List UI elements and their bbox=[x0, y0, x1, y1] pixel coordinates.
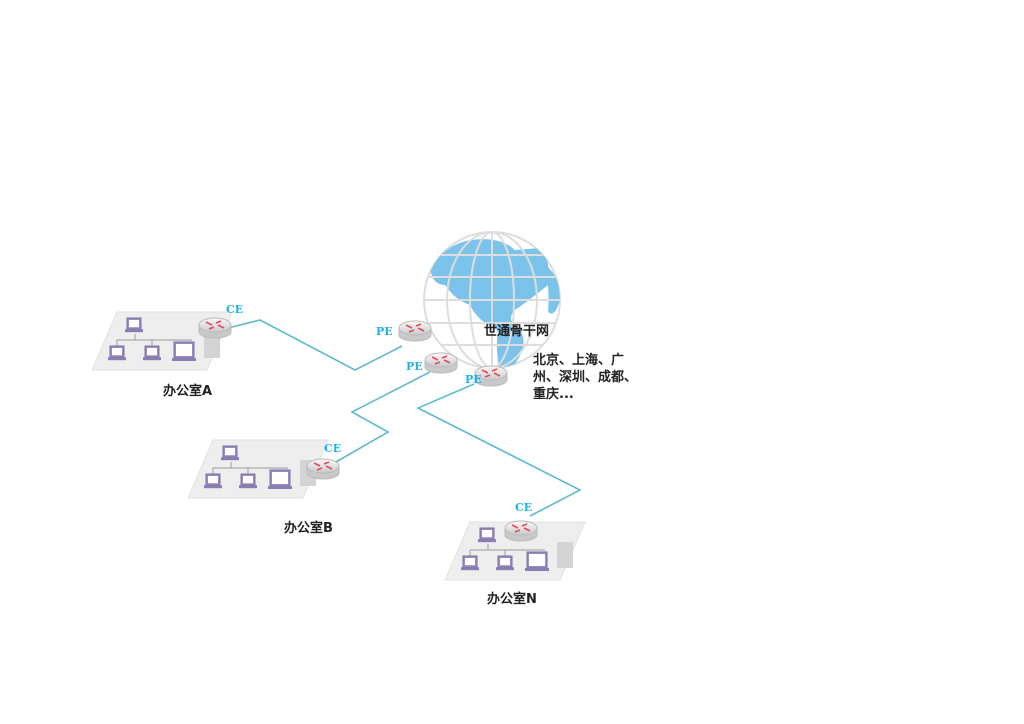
backbone-title: 世通骨干网 bbox=[484, 323, 549, 339]
ce-label: CE bbox=[226, 303, 243, 316]
computer-icon bbox=[461, 555, 479, 571]
pe-router-3 bbox=[474, 365, 508, 387]
computer-icon bbox=[221, 445, 239, 461]
pe-router-2 bbox=[424, 352, 458, 374]
ce-label: CE bbox=[515, 501, 532, 514]
computer-icon bbox=[108, 345, 126, 361]
office-1: 办公室B CE bbox=[187, 439, 341, 536]
computer-icon bbox=[204, 473, 222, 489]
pe-label-1: PE bbox=[376, 325, 393, 338]
server-icon bbox=[268, 469, 292, 489]
office-0: 办公室A CE bbox=[91, 303, 243, 399]
server-icon bbox=[525, 551, 549, 571]
ce-router bbox=[198, 317, 232, 339]
ce-label: CE bbox=[324, 442, 341, 455]
ce-router bbox=[504, 520, 538, 542]
office-label: 办公室B bbox=[284, 520, 333, 536]
pe-label-3: PE bbox=[465, 373, 482, 386]
computer-icon bbox=[496, 555, 514, 571]
server-icon bbox=[172, 341, 196, 361]
city-line-1: 北京、上海、广 bbox=[533, 352, 624, 368]
office-label: 办公室N bbox=[487, 591, 537, 607]
computer-icon bbox=[143, 345, 161, 361]
city-line-2: 州、深圳、成都、 bbox=[532, 369, 637, 385]
globe-icon bbox=[423, 231, 561, 369]
link-office-a bbox=[227, 319, 403, 371]
pe-router-1 bbox=[398, 320, 432, 342]
ce-router bbox=[306, 458, 340, 480]
link-office-n bbox=[416, 383, 582, 517]
link-office-b bbox=[335, 371, 431, 463]
computer-icon bbox=[125, 317, 143, 333]
computer-icon bbox=[239, 473, 257, 489]
office-label: 办公室A bbox=[163, 383, 212, 399]
computer-icon bbox=[478, 527, 496, 543]
links bbox=[227, 319, 582, 517]
pe-label-2: PE bbox=[406, 360, 423, 373]
office-2: 办公室N CE bbox=[444, 501, 586, 607]
city-line-3: 重庆... bbox=[533, 386, 574, 402]
